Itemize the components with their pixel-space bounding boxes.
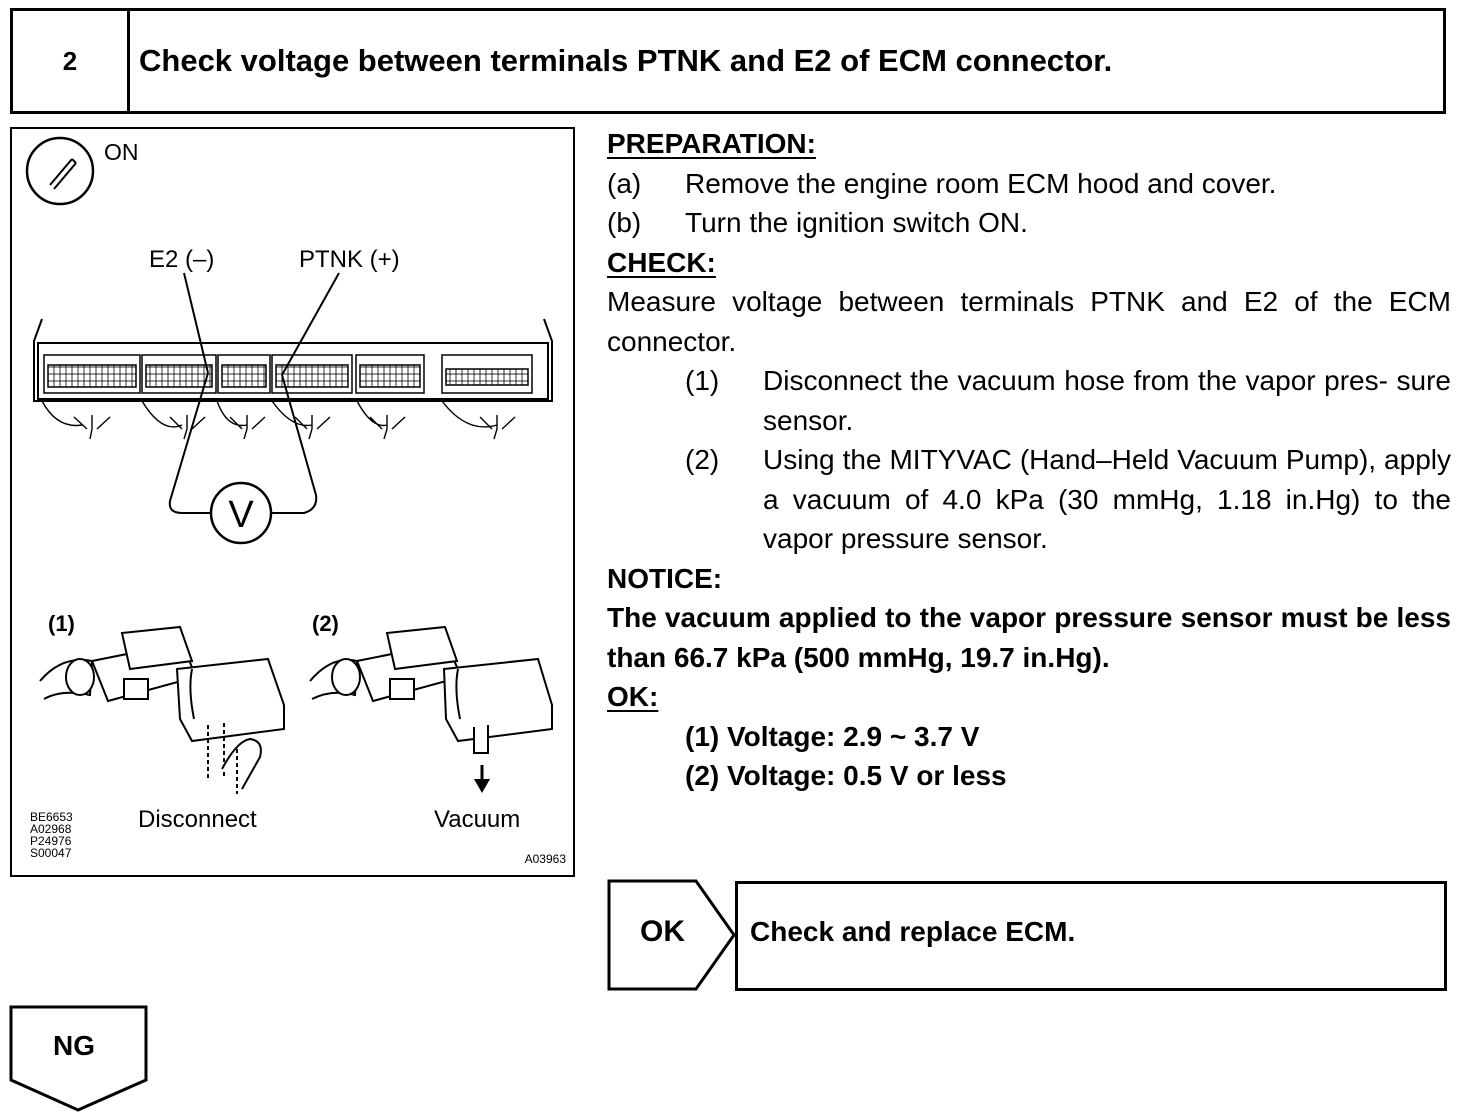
step-number: 2	[13, 11, 130, 111]
check-1-text: Disconnect the vacuum hose from the vapo…	[763, 365, 1451, 436]
ref-code-2: A02968	[30, 822, 72, 836]
prep-step-b: (b) Turn the ignition switch ON.	[607, 203, 1451, 243]
prep-step-a: (a) Remove the engine room ECM hood and …	[607, 164, 1451, 204]
ng-label: NG	[53, 1030, 95, 1061]
prep-b-text: Turn the ignition switch ON.	[685, 207, 1028, 238]
step-1-label: (1)	[48, 611, 75, 636]
ignition-on-label: ON	[104, 139, 139, 165]
check-2-text: Using the MITYVAC (Hand–Held Vacuum Pump…	[763, 444, 1451, 554]
ok-label: OK	[640, 915, 685, 948]
ref-code-3: P24976	[30, 834, 72, 848]
check-text: Measure voltage between terminals PTNK a…	[607, 286, 1451, 357]
ok-criterion-1: (1) Voltage: 2.9 ~ 3.7 V	[685, 720, 980, 752]
diagram-illustration: ON E2 (–) PTNK (+)	[25, 136, 567, 866]
ok-heading: OK:	[607, 681, 659, 712]
check-1-label: (1)	[685, 365, 720, 396]
ref-code-4: S00047	[30, 846, 72, 860]
check-step-1: (1) Disconnect the vacuum hose from the …	[607, 361, 1451, 440]
ng-arrow-box	[9, 1005, 148, 1112]
voltmeter-label: V	[228, 494, 254, 536]
notice-text: The vacuum applied to the vapor pressure…	[607, 602, 1451, 673]
connector-diagram: ON E2 (–) PTNK (+)	[10, 127, 575, 877]
step-title: Check voltage between terminals PTNK and…	[139, 43, 1113, 78]
ecm-connector-drawing	[33, 318, 553, 440]
ok-action-text: Check and replace ECM.	[750, 916, 1076, 947]
down-arrow-icon	[474, 765, 490, 793]
vapor-pressure-sensor-2	[309, 625, 553, 754]
notice-heading: NOTICE:	[607, 562, 723, 594]
ignition-key-icon	[25, 136, 95, 206]
prep-b-label: (b)	[607, 207, 642, 238]
instructions: PREPARATION: (a) Remove the engine room …	[607, 124, 1451, 796]
prep-a-text: Remove the engine room ECM hood and cove…	[685, 167, 1277, 199]
e2-terminal-label: E2 (–)	[149, 246, 214, 273]
vapor-pressure-sensor-1	[39, 625, 285, 794]
ok-arrow-box	[607, 879, 736, 991]
prep-a-label: (a)	[607, 167, 642, 199]
disconnect-label: Disconnect	[138, 806, 257, 833]
check-2-label: (2)	[685, 444, 720, 475]
voltmeter-icon: V	[209, 481, 273, 545]
ref-code-1: BE6653	[30, 810, 73, 824]
ptnk-terminal-label: PTNK (+)	[299, 246, 400, 273]
check-heading: CHECK:	[607, 246, 716, 278]
preparation-heading: PREPARATION:	[607, 128, 816, 159]
ok-result-box: Check and replace ECM.	[735, 881, 1447, 991]
voltmeter-leads	[168, 272, 340, 514]
ok-criterion-2: (2) Voltage: 0.5 V or less	[685, 760, 1007, 791]
figure-code: A03963	[525, 852, 567, 866]
step-2-label: (2)	[312, 611, 339, 636]
vacuum-label: Vacuum	[434, 806, 520, 833]
step-header: 2 Check voltage between terminals PTNK a…	[10, 8, 1446, 114]
check-step-2: (2) Using the MITYVAC (Hand–Held Vacuum …	[607, 440, 1451, 559]
